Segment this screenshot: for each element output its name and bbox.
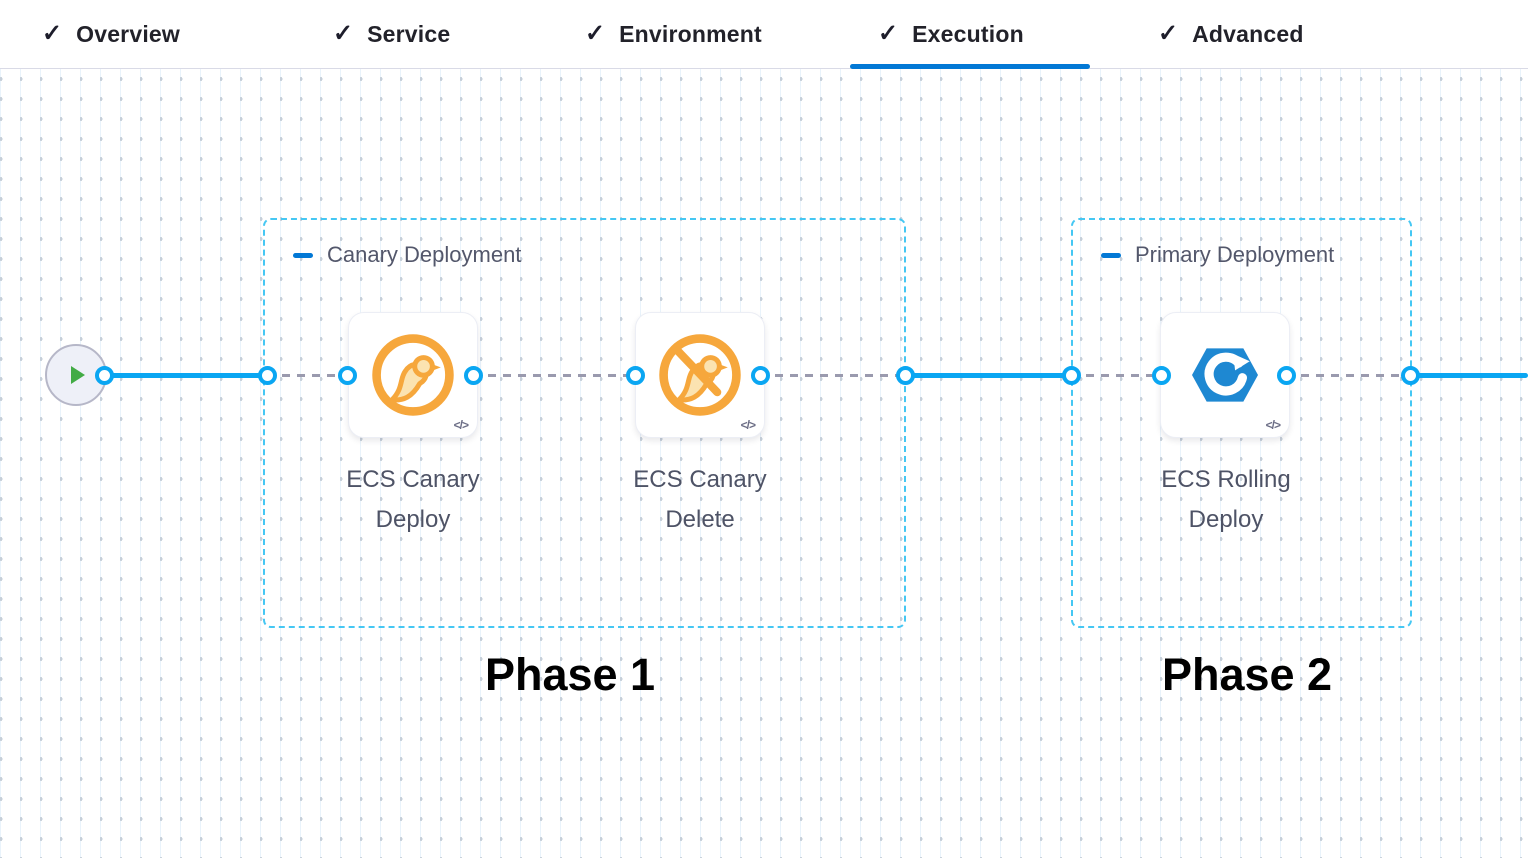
port[interactable] bbox=[1062, 366, 1081, 385]
step-label-ecs-canary-deploy: ECS Canary Deploy bbox=[346, 466, 480, 533]
link-stage1-to-stage2 bbox=[905, 373, 1071, 378]
link-dashed bbox=[1286, 374, 1410, 377]
stage-box-canary-deployment[interactable]: Canary Deployment bbox=[263, 218, 906, 628]
link-dashed bbox=[1071, 374, 1161, 377]
tab-label: Overview bbox=[76, 20, 180, 47]
canary-deploy-icon bbox=[372, 334, 454, 416]
port[interactable] bbox=[338, 366, 357, 385]
code-icon: </> bbox=[453, 418, 469, 432]
check-icon: ✓ bbox=[333, 20, 354, 47]
play-icon bbox=[71, 366, 85, 384]
check-icon: ✓ bbox=[878, 20, 899, 47]
canary-delete-icon bbox=[659, 334, 741, 416]
phase-1-annotation: Phase 1 bbox=[484, 649, 656, 700]
step-label-ecs-rolling-deploy: ECS Rolling Deploy bbox=[1161, 466, 1291, 533]
stage-header-canary[interactable]: Canary Deployment bbox=[293, 242, 521, 268]
port[interactable] bbox=[896, 366, 915, 385]
tab-advanced[interactable]: ✓ Advanced bbox=[1158, 0, 1304, 68]
code-icon: </> bbox=[740, 418, 756, 432]
stage-name: Primary Deployment bbox=[1135, 242, 1335, 267]
port[interactable] bbox=[751, 366, 770, 385]
collapse-icon[interactable] bbox=[1101, 252, 1121, 258]
tab-label: Advanced bbox=[1192, 20, 1304, 47]
link-dashed bbox=[760, 374, 905, 377]
ecs-rolling-deploy-icon bbox=[1192, 348, 1258, 402]
collapse-icon[interactable] bbox=[293, 252, 313, 258]
code-icon: </> bbox=[1265, 418, 1281, 432]
port[interactable] bbox=[258, 366, 277, 385]
pipeline-canvas[interactable]: Canary Deployment Primary Deployment </>… bbox=[0, 69, 1528, 858]
port[interactable] bbox=[95, 366, 114, 385]
port[interactable] bbox=[1401, 366, 1420, 385]
stage-name: Canary Deployment bbox=[327, 242, 522, 267]
link-stage2-to-next bbox=[1410, 373, 1528, 378]
tab-label: Service bbox=[367, 20, 451, 47]
port[interactable] bbox=[626, 366, 645, 385]
tab-execution[interactable]: ✓ Execution bbox=[878, 0, 1024, 68]
tab-label: Execution bbox=[912, 20, 1024, 47]
step-card-ecs-canary-deploy[interactable]: </> bbox=[348, 312, 478, 438]
port[interactable] bbox=[1277, 366, 1296, 385]
tab-service[interactable]: ✓ Service bbox=[333, 0, 450, 68]
stage-box-primary-deployment[interactable]: Primary Deployment bbox=[1071, 218, 1412, 628]
tab-environment[interactable]: ✓ Environment bbox=[585, 0, 762, 68]
tab-label: Environment bbox=[619, 20, 762, 47]
check-icon: ✓ bbox=[42, 20, 63, 47]
check-icon: ✓ bbox=[585, 20, 606, 47]
phase-2-annotation: Phase 2 bbox=[1161, 649, 1333, 700]
link-start-to-stage1 bbox=[104, 373, 267, 378]
link-dashed bbox=[267, 374, 347, 377]
step-card-ecs-canary-delete[interactable]: </> bbox=[635, 312, 765, 438]
step-card-ecs-rolling-deploy[interactable]: </> bbox=[1160, 312, 1290, 438]
step-wizard-tabbar: ✓ Overview ✓ Service ✓ Environment ✓ Exe… bbox=[0, 0, 1528, 69]
check-icon: ✓ bbox=[1158, 20, 1179, 47]
link-dashed bbox=[473, 374, 635, 377]
port[interactable] bbox=[1152, 366, 1171, 385]
active-tab-indicator bbox=[850, 64, 1090, 69]
tab-overview[interactable]: ✓ Overview bbox=[42, 0, 180, 68]
stage-header-primary[interactable]: Primary Deployment bbox=[1101, 242, 1334, 268]
step-label-ecs-canary-delete: ECS Canary Delete bbox=[633, 466, 767, 533]
port[interactable] bbox=[464, 366, 483, 385]
